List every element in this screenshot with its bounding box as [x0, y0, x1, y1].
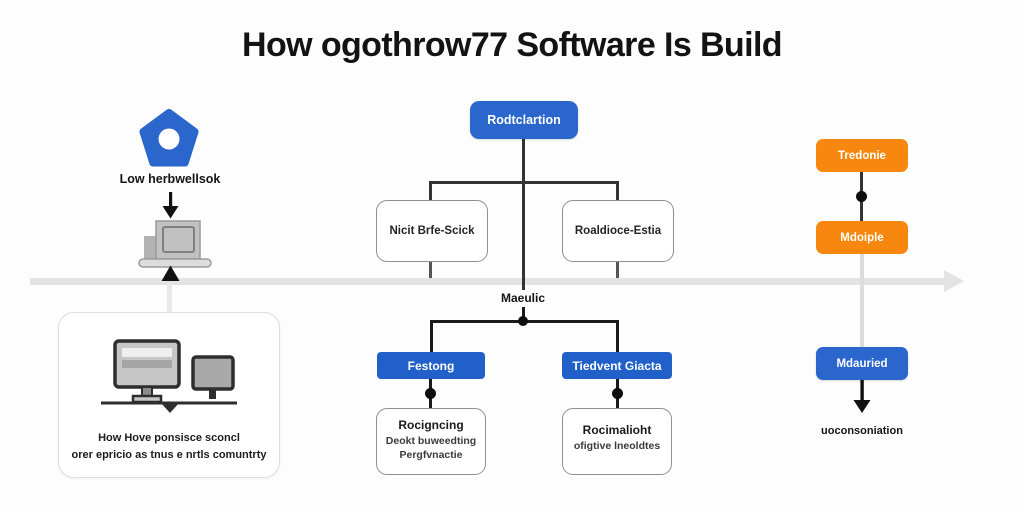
- page-title: How ogothrow77 Software Is Build: [242, 26, 783, 64]
- pentagon-label: Low herbwellsok: [119, 172, 221, 186]
- card-caption: How Hove ponsisce sconcl orer epricio as…: [59, 430, 279, 463]
- connector-line: [616, 320, 619, 352]
- flow-child-right-node: Roaldioce-Estia: [562, 200, 674, 262]
- connector-line: [429, 260, 432, 278]
- down-arrow-icon: [853, 380, 871, 413]
- down-arrow-icon: [162, 192, 179, 219]
- branch-left-header: Festong: [377, 352, 485, 379]
- connector-dot: [856, 191, 867, 202]
- monitors-icon: [101, 339, 237, 413]
- branch-left-detail-line2: Pergfvnactie: [399, 449, 463, 462]
- connector-dot: [612, 388, 623, 399]
- branch-right-detail-title: Rocimalioht: [582, 423, 652, 437]
- flow-child-left-node: Nicit Brfe-Scick: [376, 200, 488, 262]
- connector-dot: [518, 316, 528, 326]
- pentagon-icon: [139, 109, 199, 167]
- timeline-axis-line: [30, 278, 946, 285]
- connector-line: [860, 254, 864, 348]
- timeline-footer-label: uoconsoniation: [821, 425, 903, 437]
- info-card: How Hove ponsisce sconcl orer epricio as…: [58, 312, 280, 478]
- connector-line: [429, 181, 432, 201]
- connector-line: [522, 139, 525, 290]
- branch-left-detail-node: Rocigncing Deokt buweedting Pergfvnactie: [376, 408, 486, 475]
- timeline-step3-node: Mdauried: [816, 347, 908, 380]
- timeline-step1-node: Tredonie: [816, 139, 908, 172]
- branch-right-detail-line1: ofigtive lneoldtes: [573, 440, 661, 452]
- up-arrow-icon: [161, 265, 180, 281]
- card-caption-line2: orer epricio as tnus e nrtls comuntrty: [71, 448, 267, 461]
- connector-line: [616, 181, 619, 201]
- connector-line: [616, 260, 619, 278]
- timeline-axis-arrowhead-icon: [944, 270, 964, 292]
- branch-left-detail-line1: Deokt buweedting: [385, 435, 477, 447]
- branch-right-detail-node: Rocimalioht ofigtive lneoldtes: [562, 408, 672, 475]
- connector-line: [167, 283, 172, 313]
- flow-mid-label: Maeulic: [500, 291, 545, 305]
- card-caption-line1: How Hove ponsisce sconcl: [98, 432, 240, 444]
- branch-right-header: Tiedvent Giacta: [562, 352, 672, 379]
- connector-dot: [425, 388, 436, 399]
- branch-left-detail-text: Deokt buweedting Pergfvnactie: [377, 434, 485, 462]
- connector-line: [429, 181, 619, 184]
- connector-line: [430, 320, 433, 352]
- branch-left-detail-title: Rocigncing: [398, 418, 464, 432]
- laptop-icon: [138, 220, 212, 268]
- flow-root-node: Rodtclartion: [470, 101, 578, 139]
- connector-line: [522, 307, 525, 322]
- timeline-step2-node: Mdoiple: [816, 221, 908, 254]
